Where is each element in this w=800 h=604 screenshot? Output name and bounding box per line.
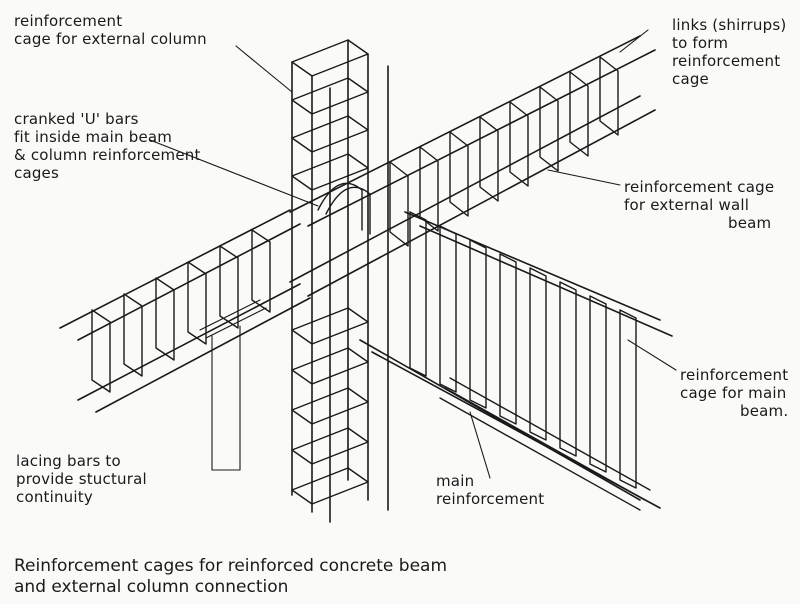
label-main-reinforcement: main reinforcement (436, 472, 545, 508)
label-cranked-bars: cranked 'U' bars fit inside main beam & … (14, 110, 201, 182)
leader-lines (149, 29, 677, 479)
figure-caption: Reinforcement cages for reinforced concr… (14, 556, 448, 597)
main-beam-cage (359, 211, 673, 511)
label-column-cage: reinforcement cage for external column (14, 12, 207, 48)
column-cage (291, 39, 389, 523)
wall-beam-cage (289, 35, 656, 297)
label-main-beam: reinforcement cage for main beam. (680, 366, 789, 420)
left-beam-cage (59, 209, 311, 413)
label-links: links (shirrups) to form reinforcement c… (672, 16, 787, 88)
label-lacing-bars: lacing bars to provide stuctural continu… (16, 452, 147, 506)
label-wall-beam: reinforcement cage for external wall bea… (624, 178, 775, 232)
